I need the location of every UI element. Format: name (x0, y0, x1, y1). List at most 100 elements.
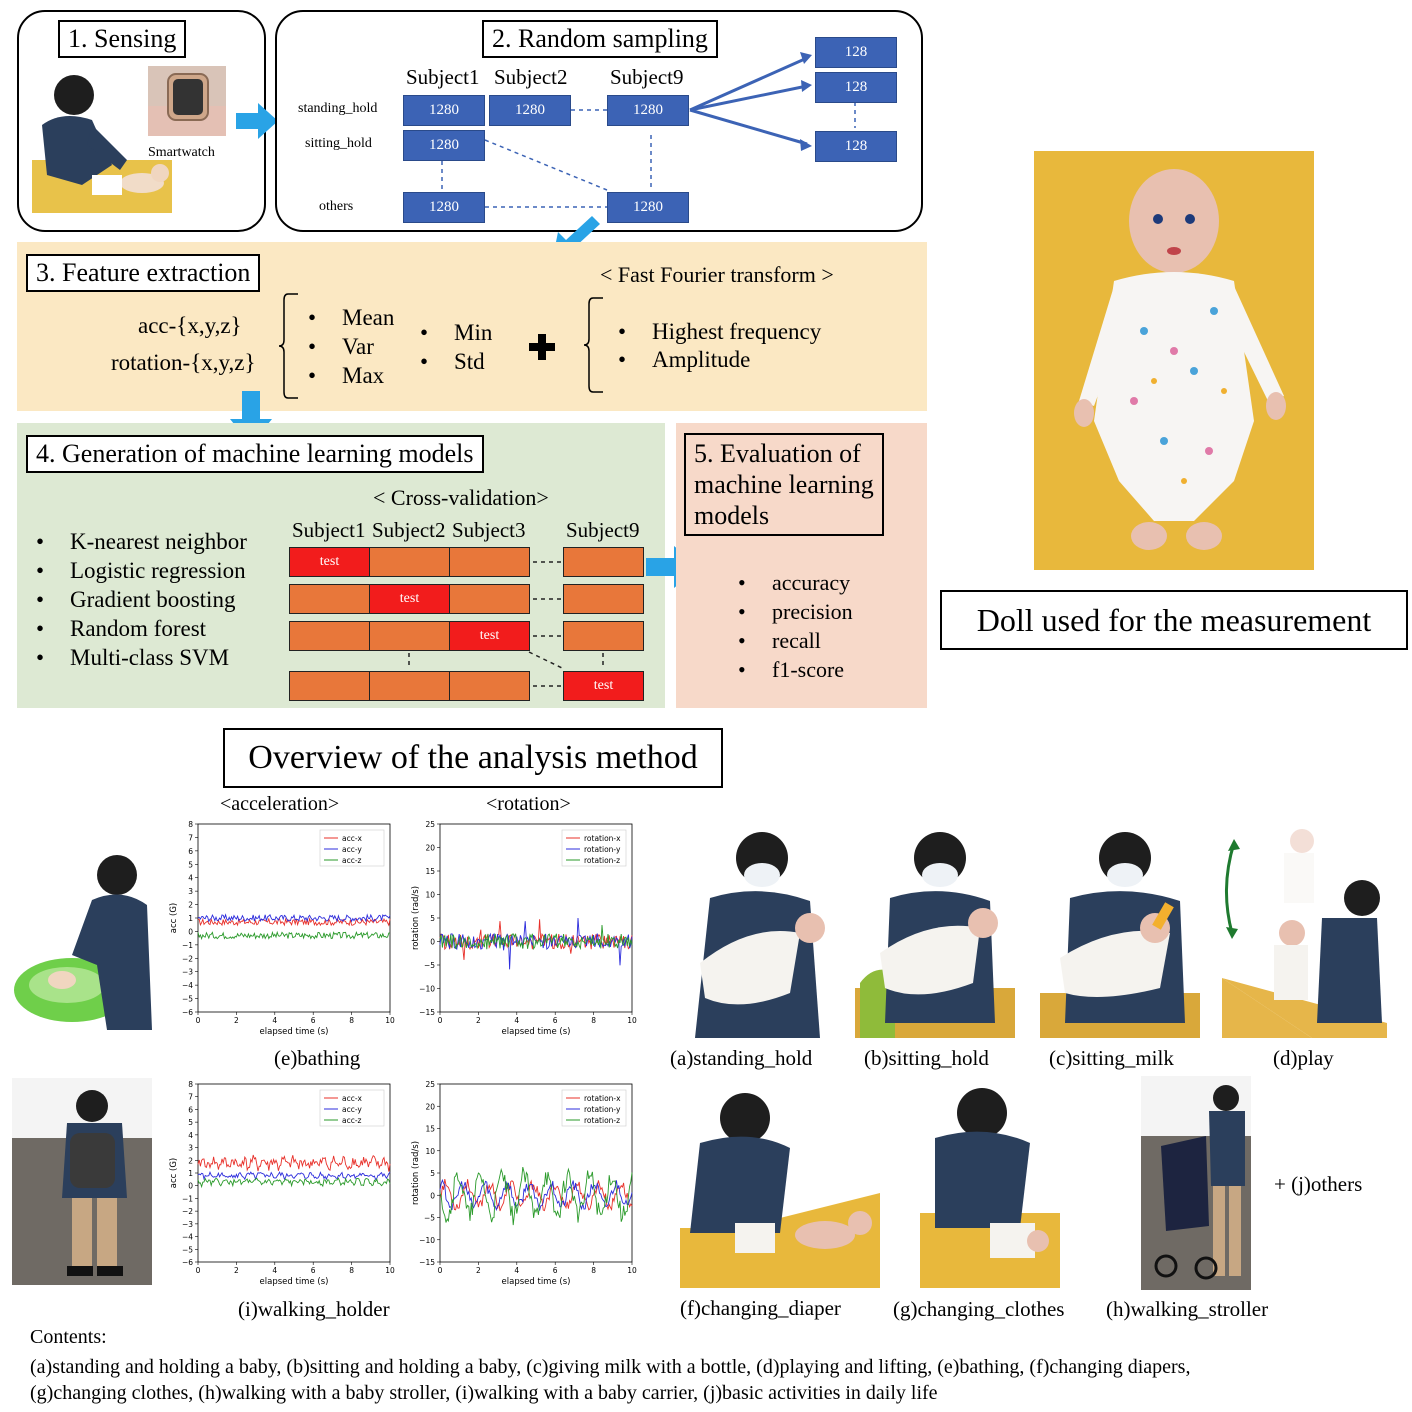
x-tick-label: 2 (476, 1266, 481, 1275)
caption-f: (f)changing_diaper (680, 1296, 841, 1320)
y-tick-label: 1 (188, 914, 193, 923)
legend-label: rotation-z (584, 1116, 620, 1125)
series-line-rotation-z (439, 924, 633, 951)
y-tick-label: −10 (419, 1236, 435, 1245)
series-line-rotation-y (439, 1178, 633, 1212)
cv-cell-r3-s9 (563, 621, 644, 651)
model-logistic: Logistic regression (30, 556, 247, 585)
subject9-header: Subject9 (610, 65, 684, 89)
sample-block-1: 128 (815, 37, 897, 68)
y-axis-label: rotation (rad/s) (411, 1141, 421, 1205)
x-tick-label: 0 (438, 1266, 443, 1275)
y-tick-label: 25 (425, 1080, 435, 1089)
signal-rotation: rotation-{x,y,z} (111, 350, 256, 375)
photo-changing-clothes (920, 1083, 1060, 1288)
cv-cell-r1-s1: test (289, 547, 370, 577)
photo-sitting-hold (855, 823, 1015, 1038)
cv-cell-r4-s9: test (563, 671, 644, 701)
cv-cell-r3-s1 (289, 621, 370, 651)
y-tick-label: −3 (182, 968, 193, 977)
caption-c: (c)sitting_milk (1049, 1046, 1174, 1070)
legend-label: acc-z (342, 1116, 362, 1125)
cv-cell-r2-s1 (289, 584, 370, 614)
y-tick-label: 3 (188, 1144, 193, 1153)
legend-label: rotation-x (584, 834, 621, 843)
cv-subject1: Subject1 (292, 518, 366, 542)
x-tick-label: 4 (514, 1266, 519, 1275)
photo-sitting-milk (1040, 823, 1200, 1038)
model-random-forest: Random forest (30, 614, 247, 643)
y-tick-label: 20 (425, 1102, 435, 1111)
x-tick-label: 6 (311, 1016, 316, 1025)
evaluation-title: 5. Evaluation of machine learning models (684, 433, 884, 536)
y-tick-label: 15 (425, 867, 435, 876)
y-tick-label: −5 (424, 961, 435, 970)
y-tick-label: 5 (188, 860, 193, 869)
caption-e: (e)bathing (274, 1046, 361, 1070)
y-tick-label: 6 (188, 1105, 193, 1114)
x-tick-label: 0 (196, 1266, 201, 1275)
x-tick-label: 4 (272, 1266, 277, 1275)
evaluation-title-line3: models (694, 501, 770, 530)
model-gradient-boosting: Gradient boosting (30, 585, 247, 614)
stat-var: Var (302, 332, 394, 361)
cv-cell-r2-s2: test (369, 584, 450, 614)
x-tick-label: 4 (272, 1016, 277, 1025)
y-tick-label: 0 (188, 1182, 193, 1191)
y-tick-label: −1 (182, 941, 193, 950)
model-svm: Multi-class SVM (30, 643, 247, 672)
y-tick-label: 10 (425, 1147, 435, 1156)
cv-subject3: Subject3 (452, 518, 526, 542)
sampling-title: 2. Random sampling (482, 20, 718, 58)
caption-h: (h)walking_stroller (1106, 1297, 1269, 1321)
series-line-acc-z (197, 1177, 391, 1189)
y-tick-label: 1 (188, 1169, 193, 1178)
subject1-header: Subject1 (406, 65, 480, 89)
caption-b: (b)sitting_hold (864, 1046, 989, 1070)
row-label-standing-hold: standing_hold (298, 101, 378, 116)
legend-label: rotation-y (584, 845, 621, 854)
stat-mean: Mean (302, 303, 394, 332)
x-tick-label: 6 (311, 1266, 316, 1275)
x-tick-label: 0 (438, 1016, 443, 1025)
y-tick-label: −3 (182, 1220, 193, 1229)
x-tick-label: 8 (349, 1016, 354, 1025)
y-tick-label: −2 (182, 1207, 193, 1216)
y-tick-label: 0 (430, 938, 435, 947)
series-line-acc-z (197, 930, 391, 941)
fft-highest-frequency: Highest frequency (612, 318, 821, 346)
x-tick-label: 8 (591, 1016, 596, 1025)
x-tick-label: 8 (349, 1266, 354, 1275)
legend-label: rotation-x (584, 1094, 621, 1103)
stats-list-1: Mean Var Max (302, 303, 394, 390)
y-axis-label: acc (G) (169, 903, 179, 933)
y-tick-label: 3 (188, 887, 193, 896)
cv-cell-r2-s3 (449, 584, 530, 614)
bathing-photo (12, 845, 162, 1030)
cv-title: < Cross-validation> (373, 485, 549, 510)
y-tick-label: 2 (188, 1156, 193, 1165)
x-tick-label: 4 (514, 1016, 519, 1025)
caption-i: (i)walking_holder (238, 1297, 390, 1321)
photo-standing-hold (670, 823, 830, 1038)
metrics-list: accuracy precision recall f1-score (732, 568, 853, 684)
y-tick-label: 5 (430, 1169, 435, 1178)
y-tick-label: −1 (182, 1194, 193, 1203)
y-tick-label: −5 (182, 995, 193, 1004)
caption-d: (d)play (1273, 1046, 1334, 1070)
y-tick-label: 4 (188, 874, 193, 883)
y-tick-label: 0 (430, 1191, 435, 1200)
y-tick-label: 6 (188, 847, 193, 856)
contents-heading: Contents: (30, 1326, 107, 1348)
stat-std: Std (414, 347, 492, 376)
metric-recall: recall (732, 626, 853, 655)
legend-label: acc-x (342, 1094, 363, 1103)
plus-icon (529, 334, 555, 360)
row-label-others: others (319, 199, 354, 214)
metric-accuracy: accuracy (732, 568, 853, 597)
y-axis-label: acc (G) (169, 1158, 179, 1188)
metric-precision: precision (732, 597, 853, 626)
cv-cell-r3-s3: test (449, 621, 530, 651)
x-tick-label: 0 (196, 1016, 201, 1025)
